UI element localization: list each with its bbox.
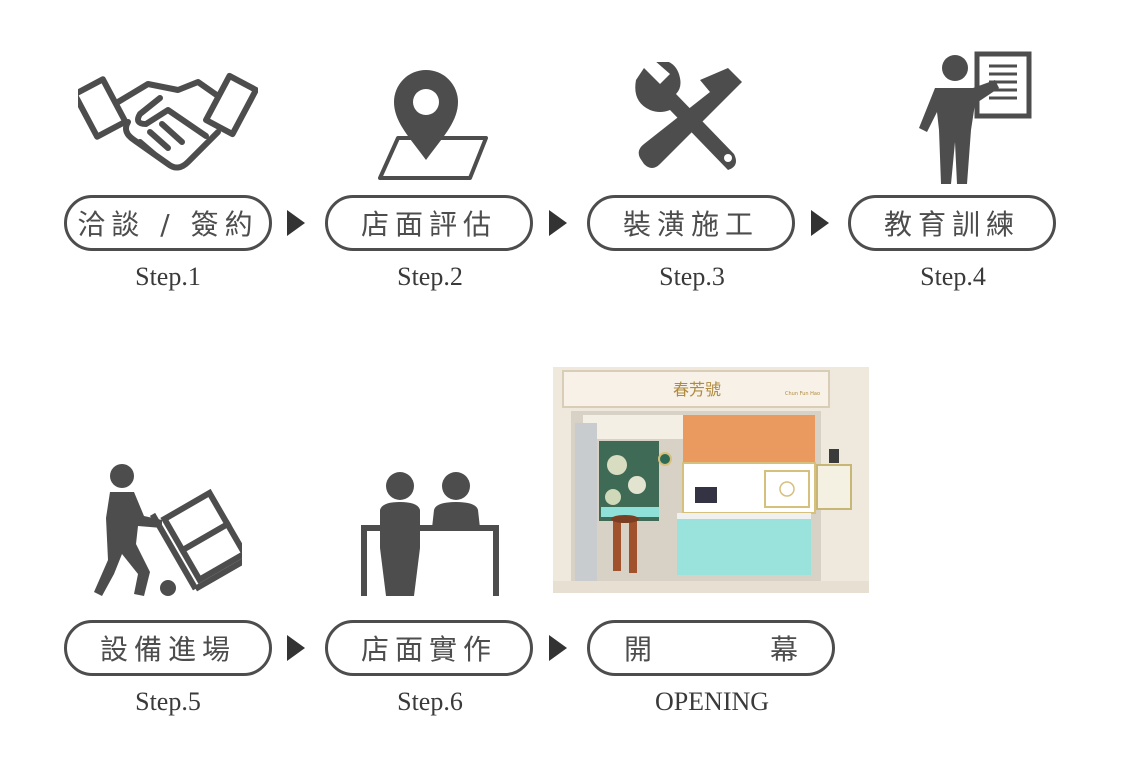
teacher-board-icon (919, 51, 1032, 184)
step-2-label: 店面評估 (360, 208, 497, 241)
step-3-label-pill: 裝潢施工 (587, 195, 795, 251)
step-5-caption: Step.5 (135, 687, 201, 716)
step-2-label-pill: 店面評估 (325, 195, 533, 251)
step-2-caption: Step.2 (397, 262, 463, 291)
step-5-label-pill: 設備進場 (64, 620, 272, 676)
storefront-illustration: 春芳號 Chun Fun Hao (553, 367, 869, 593)
opening-label-pill: 開 幕 (587, 620, 835, 676)
step-4-caption: Step.4 (920, 262, 986, 291)
arrow-right-icon (287, 635, 305, 661)
step-1-label-pill: 洽談 / 簽約 (64, 195, 272, 251)
step-5-label: 設備進場 (99, 633, 236, 666)
step-3-caption: Step.3 (659, 262, 725, 291)
store-sign-subtext: Chun Fun Hao (785, 391, 820, 397)
map-pin-icon (378, 70, 488, 180)
tools-icon (635, 62, 742, 170)
hand-truck-icon (94, 464, 242, 596)
store-sign-text: 春芳號 (673, 380, 721, 399)
step-6-label-pill: 店面實作 (325, 620, 533, 676)
step-1-caption: Step.1 (135, 262, 201, 291)
step-4-label-pill: 教育訓練 (848, 195, 1056, 251)
arrow-right-icon (549, 635, 567, 661)
step-4-label: 教育訓練 (883, 208, 1020, 241)
arrow-right-icon (287, 210, 305, 236)
arrow-right-icon (549, 210, 567, 236)
two-people-desk-icon (361, 472, 499, 596)
opening-label-left: 開 (624, 633, 653, 666)
opening-caption: OPENING (654, 687, 770, 716)
arrow-right-icon (811, 210, 829, 236)
step-6-caption: Step.6 (397, 687, 463, 716)
step-3-label: 裝潢施工 (622, 208, 759, 241)
opening-label-right: 幕 (769, 633, 798, 666)
step-1-label: 洽談 / 簽約 (77, 208, 259, 241)
step-6-label: 店面實作 (360, 633, 497, 666)
handshake-icon (78, 72, 258, 171)
